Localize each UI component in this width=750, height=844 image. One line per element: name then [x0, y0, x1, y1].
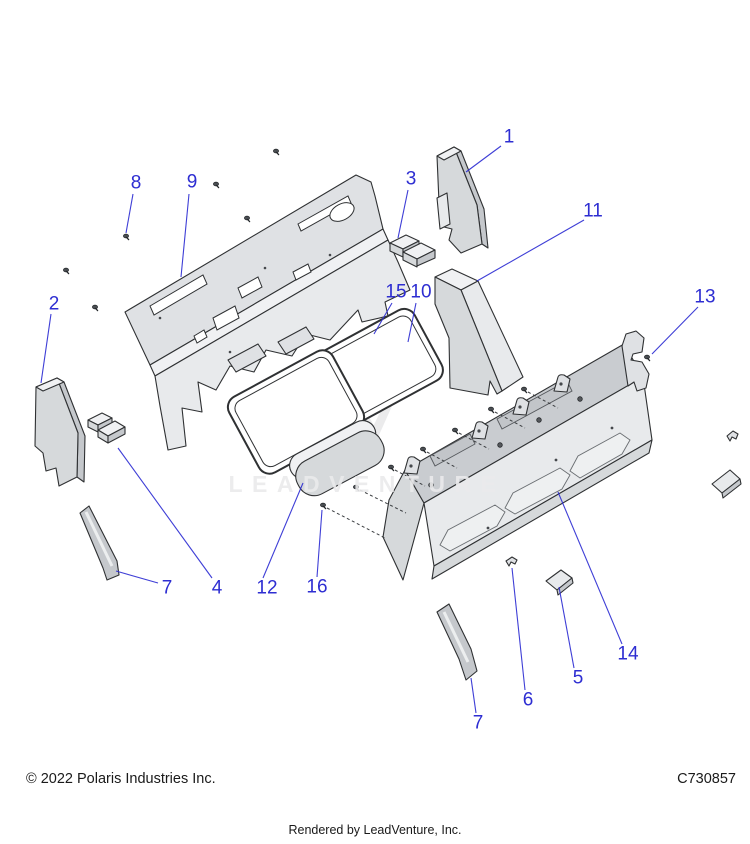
callout-number-3[interactable]: 3 — [406, 169, 417, 190]
part-6-clip[interactable] — [505, 556, 518, 567]
callout-number-2[interactable]: 2 — [49, 294, 60, 315]
screw-icon — [643, 354, 651, 362]
callout-number-12[interactable]: 12 — [256, 578, 277, 599]
part-9-floor-closeoff-panel[interactable] — [124, 174, 411, 451]
screw-icon — [91, 304, 99, 312]
callout-number-7[interactable]: 7 — [473, 713, 484, 734]
panel-screwhead — [428, 482, 434, 488]
part-11-wedge-closeoff[interactable] — [434, 268, 524, 396]
part-2-side-closeoff-panel[interactable] — [34, 377, 86, 487]
callout-leader-line-1 — [465, 145, 502, 173]
callout-number-14[interactable]: 14 — [617, 644, 639, 665]
callout-leader-line-5 — [558, 586, 575, 669]
callout-leader-line-6 — [511, 567, 526, 691]
screw-icon — [122, 233, 130, 241]
rendered-by-text: Rendered by LeadVenture, Inc. — [288, 823, 462, 837]
callout-leader-line-16 — [316, 509, 323, 578]
part-5-foam-pad[interactable] — [545, 569, 574, 596]
callout-leader-line-12 — [262, 482, 304, 579]
diagram-part-code: C730857 — [677, 771, 736, 787]
callout-leader-line-13 — [651, 306, 699, 355]
callout-number-9[interactable]: 9 — [187, 172, 198, 193]
callout-number-7[interactable]: 7 — [162, 578, 173, 599]
screw-icon — [487, 406, 495, 414]
fastener-dash-line — [359, 489, 407, 514]
fastener-dash-line — [494, 411, 526, 429]
callout-number-6[interactable]: 6 — [523, 690, 534, 711]
callout-leader-line-4 — [117, 447, 213, 579]
panel-screwhead — [497, 442, 503, 448]
panel-screwhead — [536, 417, 542, 423]
leadventure-watermark-text: LEADVENTURE — [228, 471, 505, 497]
callout-leader-line-3 — [397, 189, 409, 239]
callout-leader-line-7 — [470, 677, 477, 714]
panel-screwhead — [577, 396, 583, 402]
fastener-dash-line — [527, 391, 559, 409]
pad-right-edge — [711, 469, 742, 499]
part-12-storage-bin[interactable] — [285, 416, 390, 502]
callout-leader-line-2 — [40, 313, 52, 384]
callout-leader-line-11 — [476, 219, 585, 282]
screw-icon — [272, 148, 280, 156]
fastener-dash-line — [326, 507, 386, 539]
screw-icon — [212, 181, 220, 189]
callout-number-16[interactable]: 16 — [306, 577, 327, 598]
screw-icon — [451, 427, 459, 435]
panel-screwheads — [428, 396, 583, 488]
part-3-stepped-bracket[interactable] — [389, 234, 436, 268]
callout-number-4[interactable]: 4 — [212, 578, 223, 599]
callout-number-11[interactable]: 11 — [583, 201, 603, 222]
fastener-dash-line — [458, 432, 490, 450]
screw-icon — [387, 464, 395, 472]
callout-number-8[interactable]: 8 — [131, 173, 142, 194]
callout-number-13[interactable]: 13 — [694, 287, 715, 308]
copyright-text: © 2022 Polaris Industries Inc. — [26, 771, 216, 787]
callout-leader-line-15 — [373, 302, 393, 335]
callout-leader-line-14 — [557, 491, 623, 645]
callout-leader-line-10 — [407, 302, 417, 343]
callout-number-1[interactable]: 1 — [504, 127, 515, 148]
fastener-dash-line — [394, 469, 426, 487]
callout-number-15[interactable]: 15 — [385, 282, 406, 303]
part-14-rear-closeoff-panel[interactable] — [382, 330, 653, 581]
part-7-trim-strip-right[interactable] — [436, 603, 478, 681]
callout-leader-line-9 — [180, 193, 190, 278]
callout-leader-line-7 — [115, 570, 159, 584]
part-1-side-closeoff-panel[interactable] — [436, 146, 489, 254]
callout-number-5[interactable]: 5 — [573, 668, 584, 689]
screw-icon — [319, 502, 327, 510]
screw-fasteners — [62, 148, 651, 539]
callout-number-10[interactable]: 10 — [410, 282, 431, 303]
screw-icon — [520, 386, 528, 394]
part-7-trim-strip-left[interactable] — [79, 505, 120, 581]
screw-icon — [62, 267, 70, 275]
screw-icon — [243, 215, 251, 223]
callout-leader-line-8 — [125, 193, 134, 234]
part-4-stepped-block[interactable] — [87, 412, 126, 444]
clip-right-edge — [726, 430, 739, 442]
screw-icon — [419, 446, 427, 454]
fastener-dash-line — [426, 451, 458, 469]
